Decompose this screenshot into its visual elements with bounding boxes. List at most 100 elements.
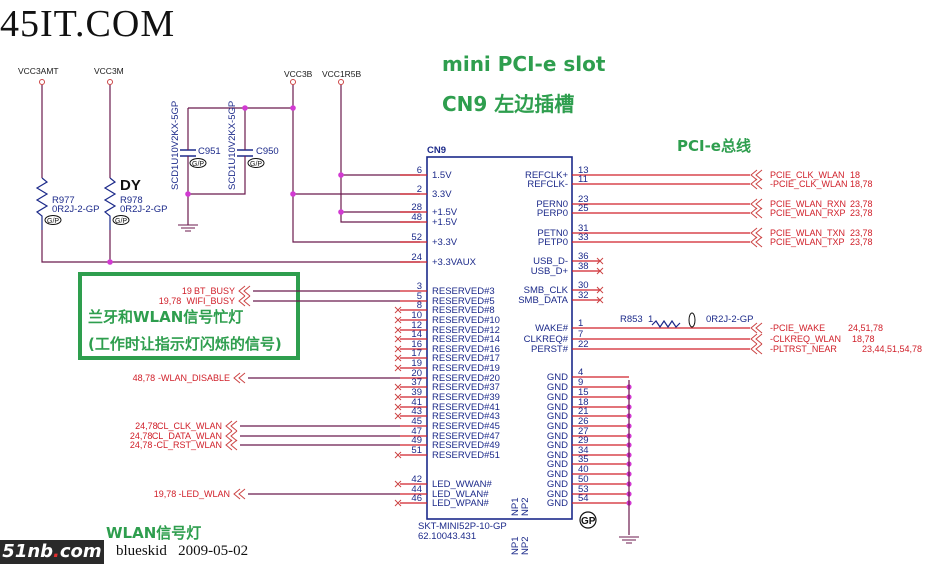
pin-number: 7 xyxy=(578,329,583,340)
pin-number: 53 xyxy=(578,484,589,495)
svg-text:G/P: G/P xyxy=(192,161,204,168)
pin-name: RESERVED#16 xyxy=(432,344,500,355)
offpage-connector-icon xyxy=(225,439,238,451)
net-name: -PLTRST_NEAR xyxy=(770,344,837,354)
connector-part: SKT-MINI52P-10-GP xyxy=(418,521,507,532)
no-connect-icon xyxy=(394,306,402,314)
watermark: 45IT.COM xyxy=(0,3,176,45)
svg-text:G/P: G/P xyxy=(250,161,262,168)
net-name: -CL_RST_WLAN xyxy=(153,440,222,450)
pin-name: RESERVED#49 xyxy=(432,440,500,451)
no-connect-icon xyxy=(394,480,402,488)
busy-note-line1: 兰牙和WLAN信号忙灯 xyxy=(88,308,244,326)
pin-name: RESERVED#3 xyxy=(432,286,495,297)
ground-icon xyxy=(178,224,198,232)
connector-pin-right: 29 GND xyxy=(547,435,632,451)
rail-terminal-icon xyxy=(39,79,45,85)
pin-name: LED_WLAN# xyxy=(432,489,489,500)
net-name: PCIE_WLAN_RXP xyxy=(770,208,846,218)
pin-number: 28 xyxy=(411,202,422,213)
no-connect-icon xyxy=(596,267,604,275)
no-connect-icon xyxy=(394,354,402,362)
pin-number: 29 xyxy=(578,435,589,446)
net-name: BT_BUSY xyxy=(194,286,235,296)
pcie-bus-title: PCI-e总线 xyxy=(677,137,751,155)
pin-number: 25 xyxy=(578,203,589,214)
pin-name: USB_D+ xyxy=(531,266,569,277)
pin-number: 19 xyxy=(411,358,422,369)
net-name: -LED_WLAN xyxy=(178,489,230,499)
svg-text:G/P: G/P xyxy=(47,218,59,225)
junction-dot xyxy=(242,105,248,111)
pin-name: RESERVED#41 xyxy=(432,402,500,413)
pin-number: 9 xyxy=(578,377,583,388)
r978-dy-note: DY xyxy=(120,177,141,194)
pin-number: 49 xyxy=(411,435,422,446)
pin-number: 10 xyxy=(411,310,422,321)
pin-name: GND xyxy=(547,372,568,383)
pin-name: WAKE# xyxy=(535,323,569,334)
connector-ref: CN9 xyxy=(427,145,446,156)
pin-name: GND xyxy=(547,402,568,413)
net-name: CL_DATA_WLAN xyxy=(152,431,222,441)
r978-ref: R978 xyxy=(120,195,143,206)
connector-pin-left: 24+3.3VAUX xyxy=(400,252,477,268)
svg-text:G/P: G/P xyxy=(115,218,127,225)
pin-name: RESERVED#51 xyxy=(432,450,500,461)
pin-number: 51 xyxy=(411,445,422,456)
pin-name: RESERVED#17 xyxy=(432,353,500,364)
offpage-connector-icon xyxy=(750,207,763,219)
r853-value: 0R2J-2-GP xyxy=(706,314,754,325)
offpage-connector-icon xyxy=(750,236,763,248)
connector-cn9-body xyxy=(426,156,573,520)
net-refs: 24,78 xyxy=(130,431,153,441)
pin-number: 26 xyxy=(578,416,589,427)
net-refs: 24,51,78 xyxy=(848,323,883,333)
pin-number: 22 xyxy=(578,339,589,350)
pin-number: 46 xyxy=(411,493,422,504)
net-refs: 23,78 xyxy=(850,199,873,209)
pin-number: 32 xyxy=(578,290,589,301)
pin-name: RESERVED#14 xyxy=(432,334,500,345)
net-refs: 19 xyxy=(182,286,192,296)
net-refs: 19,78 xyxy=(154,489,177,499)
pin-number: 11 xyxy=(578,174,588,185)
c950-ref: C950 xyxy=(256,146,279,157)
net-refs: 18,78 xyxy=(850,179,873,189)
pin-number: 3 xyxy=(417,281,422,292)
pin-name: GND xyxy=(547,440,568,451)
offpage-connector-icon xyxy=(225,430,238,442)
offpage-connector-icon xyxy=(750,169,763,181)
net-refs: 23,44,51,54,78 xyxy=(862,344,922,354)
connector-pin-left: 48+1.5V xyxy=(400,212,458,228)
pin-number: 37 xyxy=(411,377,422,388)
pin-number: 42 xyxy=(411,474,422,485)
pin-name: 1.5V xyxy=(432,170,452,181)
pin-name: REFCLK- xyxy=(527,179,568,190)
pin-number: 47 xyxy=(411,426,422,437)
pin-name: RESERVED#39 xyxy=(432,392,500,403)
pin-number: 41 xyxy=(411,397,422,408)
net-name: -PCIE_CLK_WLAN xyxy=(770,179,848,189)
pin-name: PERP0 xyxy=(537,208,568,219)
no-connect-icon xyxy=(394,403,402,411)
